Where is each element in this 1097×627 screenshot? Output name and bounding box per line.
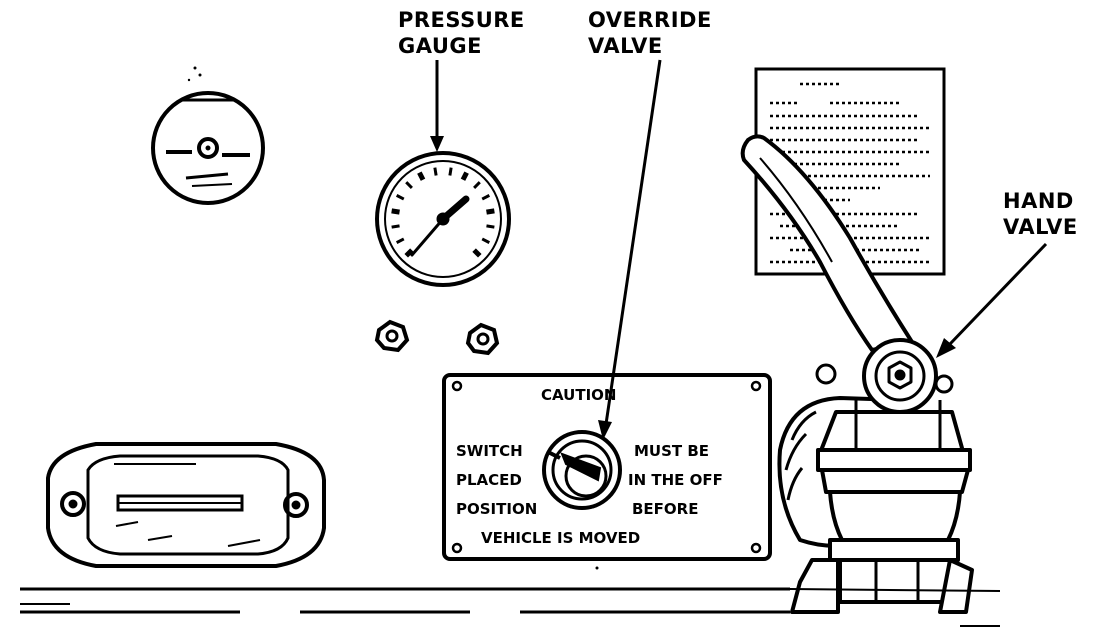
gauge-tick	[481, 194, 491, 201]
gauge-tick	[486, 224, 495, 229]
floor-lines	[20, 587, 1001, 627]
callout-hand-valve-line-2: VALVE	[1003, 215, 1078, 239]
caution-left-line-2: PLACED	[456, 471, 522, 489]
caution-heading: CAUTION	[541, 386, 616, 404]
small-dial	[151, 91, 265, 205]
callout-pressure-gauge-line-2: GAUGE	[398, 34, 482, 58]
speck	[595, 566, 599, 570]
arrowhead	[430, 136, 444, 152]
callout-hand-valve-line-1: HAND	[1003, 189, 1074, 213]
callout-override-valve: OVERRIDE VALVE	[588, 8, 712, 440]
gauge-tick	[395, 237, 405, 244]
callout-pressure-gauge-line-1: PRESSURE	[398, 8, 525, 32]
nut-right	[465, 322, 500, 356]
override-switch-knob	[542, 430, 622, 510]
gauge-tick	[405, 181, 413, 189]
caution-left-line-1: SWITCH	[456, 442, 523, 460]
gauge-tick	[486, 208, 495, 215]
gauge-tick	[391, 224, 400, 229]
gauge-tick	[473, 181, 481, 189]
caution-bottom-line: VEHICLE IS MOVED	[481, 529, 640, 547]
hand-valve	[740, 134, 974, 614]
caution-right-line-1: MUST BE	[634, 442, 709, 460]
gauge-tick-marks	[391, 167, 495, 258]
light-housing	[46, 442, 326, 568]
gauge-tick	[395, 194, 405, 201]
callout-override-valve-line-1: OVERRIDE	[588, 8, 712, 32]
gauge-tick	[417, 171, 426, 181]
gauge-tick	[433, 167, 438, 176]
gauge-tick	[481, 237, 491, 244]
speckle-marks	[187, 66, 202, 82]
callout-pressure-gauge: PRESSURE GAUGE	[398, 8, 525, 152]
gauge-tick	[391, 208, 400, 215]
pressure-gauge	[375, 151, 511, 287]
caution-right-line-2: IN THE OFF	[628, 471, 723, 489]
gauge-tick	[472, 248, 482, 258]
caution-left-line-3: POSITION	[456, 500, 537, 518]
arrowhead	[598, 420, 612, 440]
gauge-tick	[448, 167, 453, 176]
arrowhead	[936, 338, 956, 358]
gauge-tick	[404, 248, 414, 258]
callout-override-valve-line-2: VALVE	[588, 34, 663, 58]
gauge-tick	[460, 171, 469, 181]
nut-left	[374, 319, 410, 353]
caution-right-line-3: BEFORE	[632, 500, 698, 518]
callout-hand-valve: HAND VALVE	[936, 189, 1078, 358]
